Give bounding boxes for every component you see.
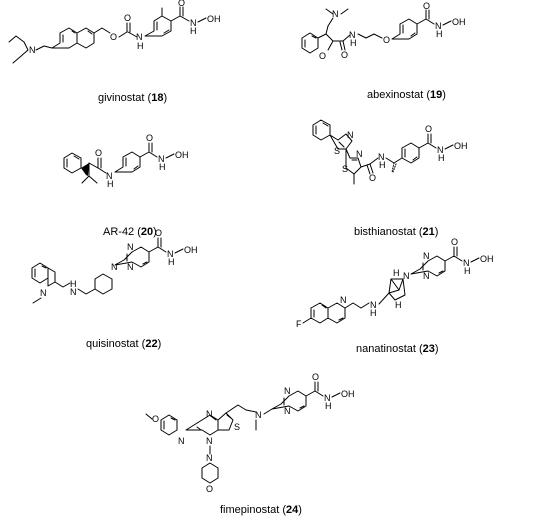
structure-quisinostat: N H N N N N O N H OH (31, 228, 198, 304)
atom-label: O (341, 50, 348, 60)
structure-ar-42: O N H O N H OH (63, 133, 189, 189)
structure-bisthianostat: N S N S O N H O N H OH (312, 119, 468, 185)
atom-label: H (190, 26, 197, 36)
atom-label: H (350, 38, 357, 48)
atom-label: S (234, 422, 240, 432)
atom-label: N (284, 406, 291, 416)
compound-caption: bisthianostat (21) (354, 226, 438, 238)
atom-label: O (423, 1, 430, 11)
atom-label: OH (341, 389, 355, 399)
atom-label: O (451, 237, 458, 247)
atom-label: H (159, 162, 166, 172)
atom-label: N (167, 249, 174, 259)
atom-label: N (284, 386, 291, 396)
atom-label: N (324, 393, 331, 403)
atom-label: H (168, 257, 175, 267)
atom-label: N (136, 32, 143, 42)
compound-caption: quisinostat (22) (86, 338, 161, 350)
atom-label: N (29, 45, 36, 55)
atom-label: H (107, 179, 114, 189)
atom-label: OH (480, 254, 494, 264)
structure-givinostat: N O O N H O N H OH (8, 0, 221, 64)
atom-label: N (206, 453, 213, 463)
atom-label: N (463, 258, 470, 268)
structure-fimepinostat: O N N N S N O N N N O N H OH (145, 372, 355, 494)
compound-caption: abexinostat (19) (367, 89, 446, 101)
atom-label: OH (454, 141, 468, 151)
structure-abexinostat: O N O N H O O N H OH (301, 1, 466, 61)
atom-label: O (110, 32, 117, 42)
atom-label: S (334, 146, 340, 156)
compound-caption: AR-42 (20) (103, 226, 157, 238)
atom-label: N (332, 9, 339, 19)
atom-label: N (158, 154, 165, 164)
atom-label: N (206, 436, 213, 446)
atom-label: N (190, 18, 197, 28)
atom-label: H (438, 153, 445, 163)
atom-label: H (395, 300, 402, 310)
atom-label: H (379, 160, 386, 170)
atom-label: H (137, 41, 144, 51)
atom-label: H (393, 268, 400, 278)
atom-label: O (146, 133, 153, 143)
atom-label: N (340, 295, 347, 305)
atom-label: N (437, 145, 444, 155)
atom-label: N (106, 171, 113, 181)
atom-label: OH (452, 17, 466, 27)
atom-label: O (206, 484, 213, 494)
atom-label: N (111, 262, 118, 272)
atom-label: H (464, 266, 471, 276)
atom-label: OH (175, 150, 189, 160)
compound-caption: givinostat (18) (98, 92, 167, 104)
atom-label: O (383, 35, 390, 45)
atom-label: OH (207, 14, 221, 24)
atom-label: N (423, 251, 430, 261)
atom-label: N (70, 287, 77, 297)
atom-label: OH (184, 245, 198, 255)
atom-label: O (152, 414, 159, 424)
atom-label: N (127, 262, 134, 272)
atom-label: F (296, 319, 302, 329)
compound-caption: nanatinostat (23) (356, 343, 439, 355)
atom-label: O (369, 173, 376, 183)
atom-label: H (370, 308, 377, 318)
atom-label: N (255, 410, 262, 420)
atom-label: N (349, 30, 356, 40)
atom-label: N (127, 242, 134, 252)
atom-label: N (378, 152, 385, 162)
atom-label: N (178, 436, 185, 446)
atom-label: S (342, 164, 348, 174)
atom-label: N (370, 300, 377, 310)
atom-label: O (425, 124, 432, 134)
atom-label: N (403, 271, 410, 281)
atom-label: N (347, 130, 354, 140)
atom-label: O (319, 51, 326, 61)
atom-label: N (206, 409, 213, 419)
atom-label: H (325, 401, 332, 411)
atom-label: O (124, 13, 131, 23)
compound-caption: fimepinostat (24) (220, 504, 302, 516)
atom-label: N (435, 21, 442, 31)
atom-label: O (178, 0, 185, 8)
atom-label: N (423, 271, 430, 281)
structure-nanatinostat: F N N H H H N N N O N H OH (296, 237, 494, 329)
atom-label: N (356, 149, 363, 159)
atom-label: H (70, 279, 77, 289)
atom-label: O (155, 228, 162, 238)
atom-label: H (436, 29, 443, 39)
atom-label: N (40, 288, 47, 298)
atom-label: O (312, 372, 319, 382)
atom-label: O (95, 148, 102, 158)
